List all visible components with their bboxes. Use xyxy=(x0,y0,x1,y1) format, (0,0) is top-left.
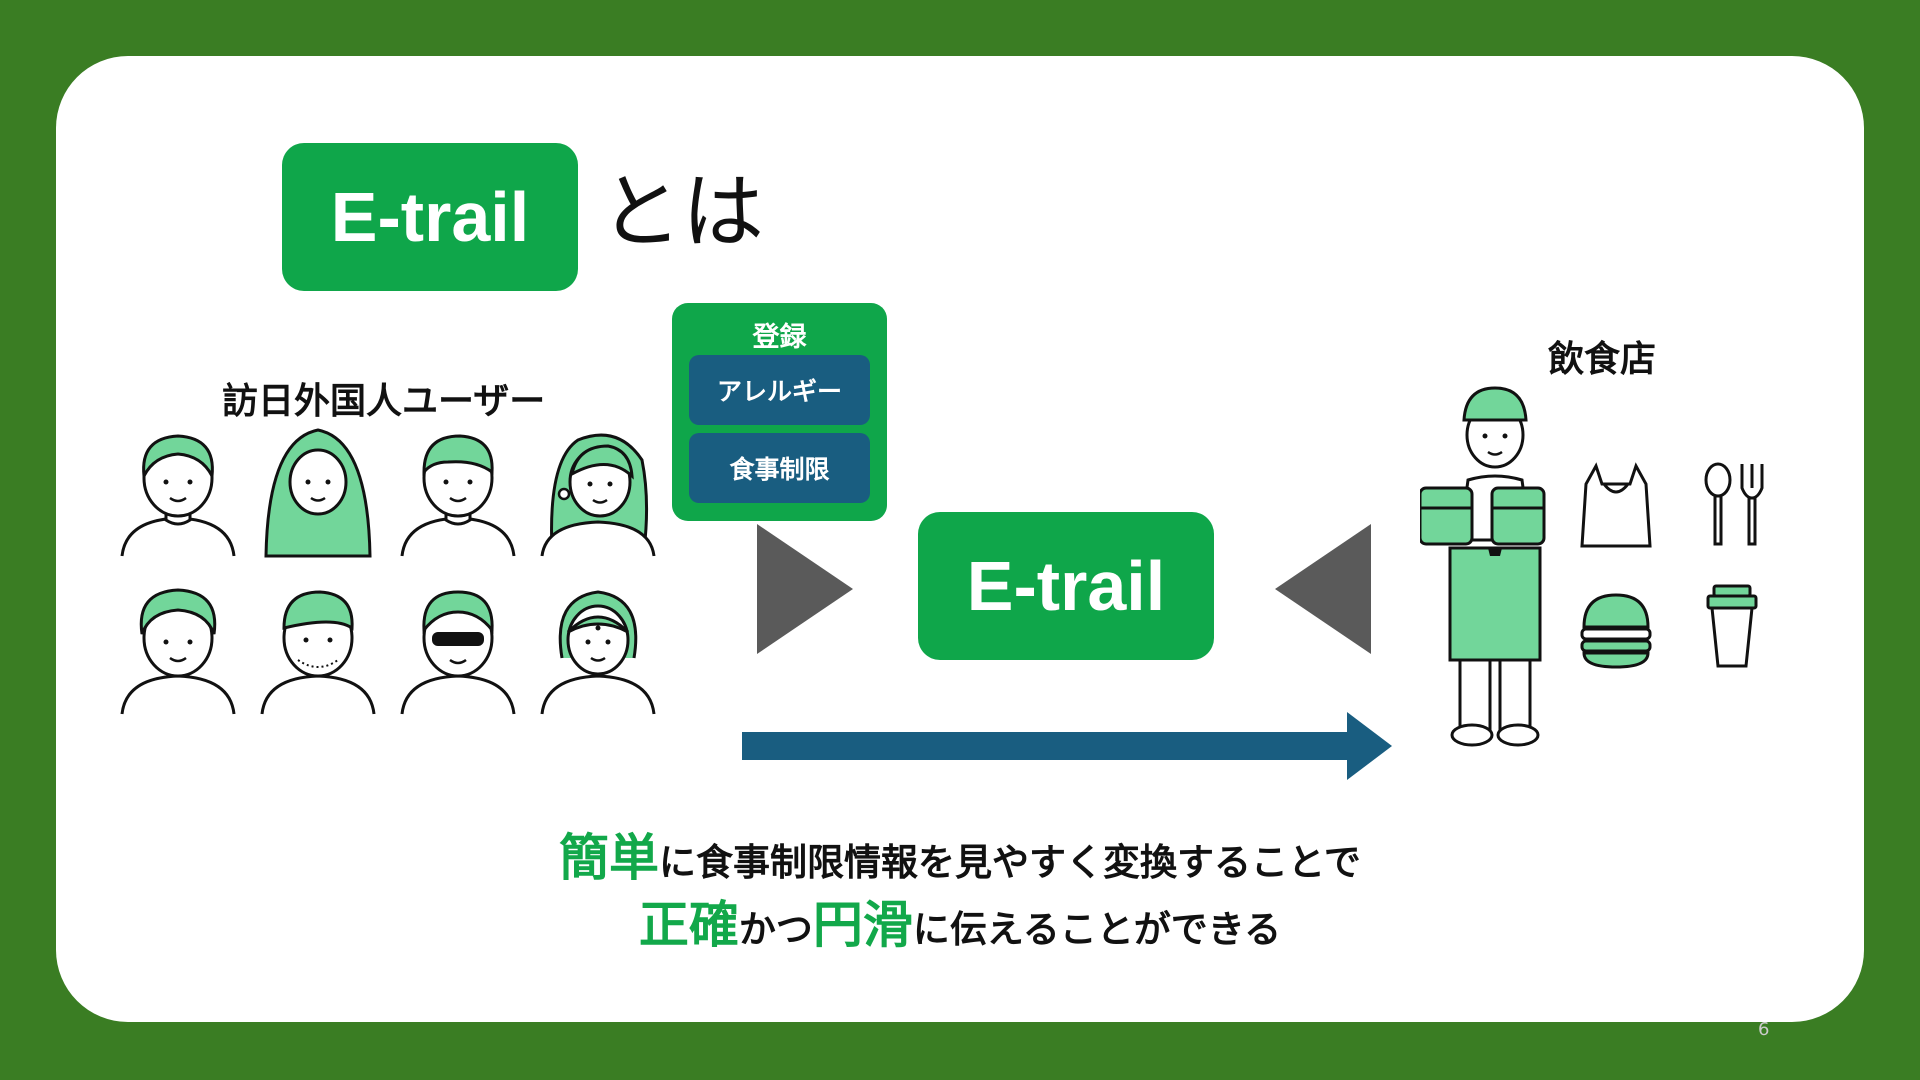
caption-text: に食事制限情報を見やすく変換することで xyxy=(659,841,1361,884)
users-label: 訪日外国人ユーザー xyxy=(222,381,546,422)
title-suffix: とは xyxy=(600,165,765,260)
person-icon xyxy=(260,590,376,715)
caption-highlight-smooth: 円滑 xyxy=(812,896,913,954)
shopping-bag-icon xyxy=(1580,462,1652,548)
burger-icon xyxy=(1580,593,1652,669)
caption-text: かつ xyxy=(738,908,813,951)
caption-line-2: 正確かつ円滑に伝えることができる xyxy=(0,885,1920,957)
arrow-left-icon xyxy=(1275,524,1371,654)
person-icon xyxy=(540,433,656,557)
restaurant-label: 飲食店 xyxy=(1548,339,1657,380)
person-icon xyxy=(120,588,236,715)
cup-icon xyxy=(1706,584,1758,668)
register-item-diet: 食事制限 xyxy=(689,433,870,503)
staff-icon xyxy=(1420,386,1546,747)
person-icon xyxy=(540,590,656,715)
register-box: 登録 アレルギー 食事制限 xyxy=(672,303,887,521)
arrow-right-icon xyxy=(757,524,853,654)
caption-highlight-accurate: 正確 xyxy=(638,896,739,954)
person-icon xyxy=(120,434,236,557)
center-badge: E-trail xyxy=(918,512,1214,660)
caption-text: に伝えることができる xyxy=(912,908,1282,951)
person-icon xyxy=(400,590,516,715)
person-icon xyxy=(400,434,516,557)
spoon-fork-icon xyxy=(1704,462,1764,546)
register-title: 登録 xyxy=(752,322,807,353)
person-icon xyxy=(264,428,372,558)
caption-line-1: 簡単に食事制限情報を見やすく変換することで xyxy=(0,818,1920,890)
caption-highlight-easy: 簡単 xyxy=(559,829,660,887)
page-number: 6 xyxy=(1758,1019,1770,1040)
long-arrow-icon xyxy=(742,712,1392,780)
register-item-allergy: アレルギー xyxy=(689,355,870,425)
users-grid xyxy=(118,420,658,720)
title-badge: E-trail xyxy=(282,143,578,291)
